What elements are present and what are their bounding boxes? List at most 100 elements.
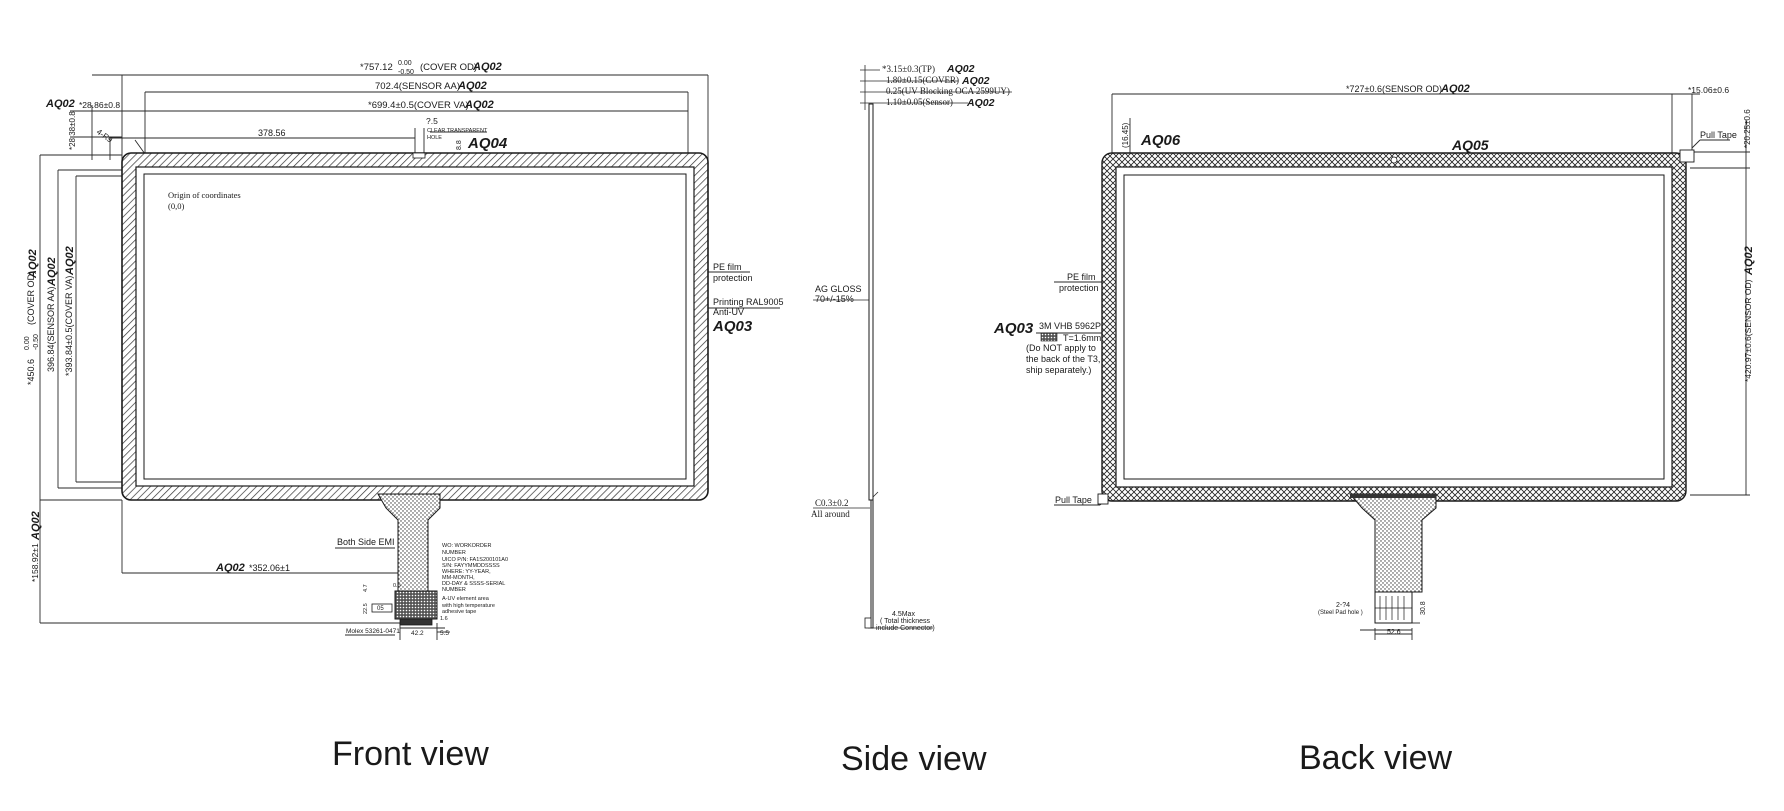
back-vhb-1: 3M VHB 5962P [1039, 321, 1101, 331]
side-view: *3.15±0.3(TP) AQ02 1.80±0.15(COVER) AQ02… [811, 63, 1012, 632]
aq02-tag-height-cover-od: AQ02 [27, 249, 39, 279]
side-max-3: include Connector) [876, 625, 935, 632]
aq02-tag-stack-2: AQ02 [961, 75, 990, 87]
front-dim-cover-od-suffix: (COVER OD) [420, 62, 477, 73]
front-dim-top-offset: *28.38±0.8 [68, 111, 77, 150]
front-view: *757.12 0.00 -0.50 (COVER OD) AQ02 702.4… [24, 60, 784, 640]
front-corner-radius: 4-R9 [95, 127, 115, 145]
aq06-tag: AQ06 [1140, 132, 1181, 149]
aq02-tag-cover-od: AQ02 [472, 61, 502, 73]
aq02-tag-sensor-aa: AQ02 [457, 80, 487, 92]
aq02-tag-cover-va: AQ02 [464, 99, 494, 111]
aq02-tag-height-sensor-aa: AQ02 [46, 257, 58, 287]
front-dim-hole-dia: ?.5 [426, 116, 438, 126]
front-uv-3: adhesive tape [442, 609, 476, 615]
aq02-tag-fpc-length: AQ02 [30, 511, 42, 541]
back-pull-tape-bottom [1097, 493, 1109, 505]
front-molex: Molex 53261-0471 [346, 628, 400, 635]
back-pull-tape-top [1679, 149, 1695, 163]
front-connector [399, 618, 433, 626]
front-printing-1: Printing RAL9005 [713, 297, 784, 307]
back-vhb-thickness: T=1.6mm [1063, 333, 1101, 343]
back-steel-2: (Steel Pad hole ) [1318, 610, 1363, 616]
back-dim-right-offset: *15.06±0.6 [1688, 85, 1729, 95]
aq02-tag-back-sensor-od: AQ02 [1440, 83, 1470, 95]
front-view-area [143, 173, 687, 480]
caption-front-view: Front view [332, 735, 489, 773]
side-stack-2: 1.80±0.15(COVER) [886, 75, 959, 85]
back-steel-1: 2-?4 [1336, 602, 1350, 609]
front-dim-fpc-length: *158.92±1 [30, 543, 40, 582]
aq05-tag: AQ05 [1451, 137, 1489, 153]
front-origin-label: Origin of coordinates [168, 190, 241, 200]
front-pe-film-2: protection [713, 273, 753, 283]
front-pn-5: DD-DAY & SSSS-SERIAL [442, 581, 505, 587]
front-printing-2: Anti-UV [713, 307, 744, 317]
front-dim-small-4: 0.5 [393, 583, 401, 589]
front-dim-conn-width: 42.2 [411, 630, 424, 637]
front-dim-height-cover-od-suffix: (COVER OD) [26, 271, 36, 325]
front-dim-small-3: 05 [377, 606, 384, 612]
front-dim-cover-od-tol-upper: 0.00 [398, 60, 412, 67]
front-wo-2: NUMBER [442, 550, 466, 556]
back-fpc-contacts [1375, 596, 1412, 620]
front-dim-height-tol-upper: 0.00 [24, 336, 31, 350]
side-chamfer-1: C0.3±0.2 [815, 498, 848, 508]
back-fpc-stiffener [1374, 591, 1413, 624]
front-emi-label: Both Side EMI [337, 537, 395, 547]
side-max-1: 4.5Max [892, 611, 915, 618]
front-dim-sensor-aa: 702.4(SENSOR AA) [375, 81, 460, 92]
back-conn-dark [1350, 494, 1436, 498]
side-fpc-profile [870, 500, 874, 629]
back-dim-tail-width: 52.6 [1387, 629, 1401, 636]
front-pe-film-1: PE film [713, 262, 742, 272]
front-wo-1: WO: WORKORDER [442, 543, 492, 549]
front-dim-small-2: 22.5 [363, 603, 369, 614]
aq02-tag-fpc-offset: AQ02 [215, 562, 245, 574]
back-pe-film-2: protection [1059, 283, 1099, 293]
side-connector [864, 617, 872, 629]
front-uv-1: A-UV element area [442, 596, 490, 602]
front-dim-cover-od: *757.12 [360, 62, 393, 73]
back-pull-tape-top-label: Pull Tape [1700, 130, 1737, 140]
side-ag-1: AG GLOSS [815, 284, 862, 294]
back-view: *727±0.6(SENSOR OD) AQ02 *15.06±0.6 *20.… [993, 83, 1755, 640]
caption-side-view: Side view [841, 740, 987, 778]
aq03-tag-front: AQ03 [712, 318, 753, 335]
front-clear-hole [412, 152, 426, 159]
back-dim-top-tab: *20.25±0.6 [1743, 109, 1752, 148]
side-stack-4: 1.10±0.05(Sensor) [886, 97, 953, 107]
aq03-tag-back: AQ03 [993, 320, 1034, 337]
front-hole-label-2: HOLE [427, 135, 442, 141]
back-pe-film-1: PE film [1067, 272, 1096, 282]
back-pull-tape-bottom-label: Pull Tape [1055, 495, 1092, 505]
back-dim-left-tab: (16.45) [1121, 122, 1130, 148]
back-sensor-area [1123, 174, 1665, 480]
side-ag-2: 70+/-15% [815, 294, 854, 304]
front-dim-small-5: 1.6 [440, 616, 448, 622]
side-dimension-lines [813, 65, 1012, 629]
front-fpc-stiffener [394, 590, 438, 620]
front-dim-cover-va: *699.4±0.5(COVER VA) [368, 100, 469, 111]
front-dim-height-cover-va: *393.84±0.5(COVER VA) [64, 276, 74, 376]
front-dim-height-cover-od: *450.6 [26, 359, 36, 385]
front-pn-4: MM-MONTH, [442, 575, 475, 581]
back-fpc-tail [1348, 493, 1437, 593]
aq02-tag-left-offset: AQ02 [45, 98, 75, 110]
front-pn-3: WHERE: YY-YEAR, [442, 569, 491, 575]
front-dim-fpc-offset: *352.06±1 [249, 563, 290, 573]
front-dim-height-tol-lower: -0.50 [33, 334, 40, 350]
front-origin-value: (0,0) [168, 201, 184, 211]
front-connector-latch [371, 603, 393, 613]
front-dim-left-offset: *28.86±0.8 [79, 100, 120, 110]
front-dim-small-1: 4.7 [363, 584, 369, 592]
front-pn-6: NUMBER [442, 587, 466, 593]
front-dim-hole-depth: 8.8 [456, 140, 463, 150]
front-pn-1: UICO P/N: FA1S200101A0 [442, 557, 508, 563]
back-vhb-note-2: the back of the T3, [1026, 354, 1100, 364]
front-dim-hole-x: 378.56 [258, 128, 286, 138]
back-vhb-note-3: ship separately.) [1026, 365, 1091, 375]
front-pn-2: S/N: FAYYMMDDSSSS [442, 563, 500, 569]
back-vhb-note-1: (Do NOT apply to [1026, 343, 1096, 353]
